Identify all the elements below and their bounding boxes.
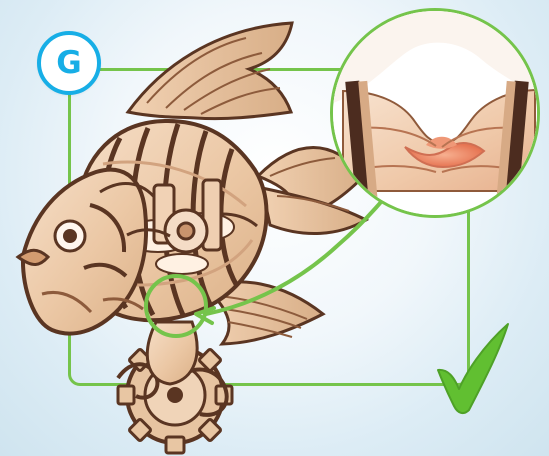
step-letter: G [56, 48, 81, 79]
zoom-callout [330, 8, 540, 218]
dorsal-fin [128, 23, 292, 119]
check-icon [430, 316, 516, 418]
step-badge: G [37, 31, 101, 95]
